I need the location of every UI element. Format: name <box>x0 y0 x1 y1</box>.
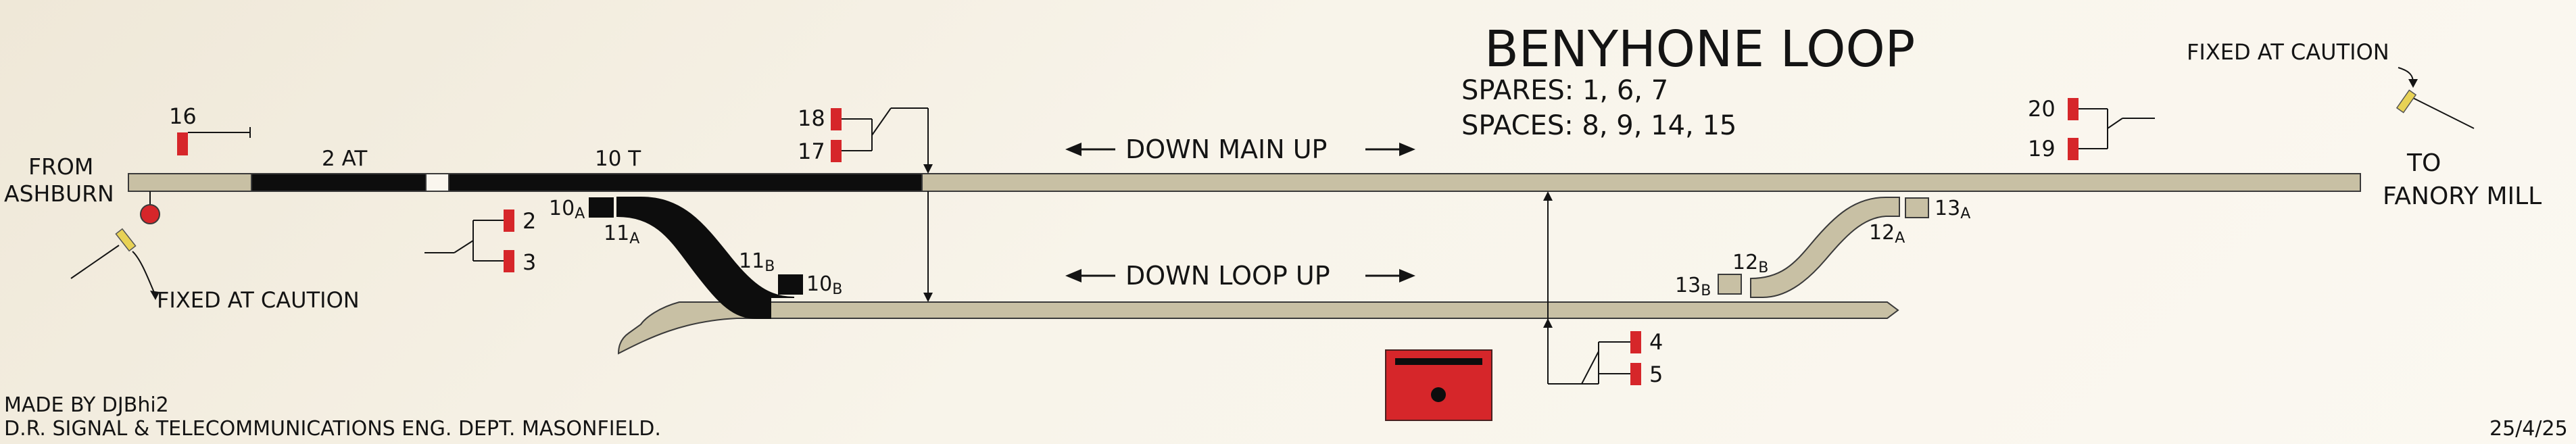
signal-19-label: 19 <box>2028 136 2056 162</box>
points-12b-label: 12B <box>1732 251 1768 276</box>
signals-4-5-bracket <box>1548 341 1630 385</box>
signal-5[interactable] <box>1630 363 1641 385</box>
signal-4-aspect <box>1630 331 1641 353</box>
signal-3[interactable] <box>504 250 514 272</box>
signal-3-aspect <box>504 250 514 272</box>
credit-text: MADE BY DJBhi2 <box>4 393 169 417</box>
fixed-signal-left <box>70 228 137 279</box>
points-10b-box[interactable] <box>778 274 803 295</box>
points-13b-label: 13B <box>1675 274 1711 299</box>
signal-17-aspect <box>831 140 842 162</box>
diagram-title: BENYHONE LOOP <box>1484 20 1915 78</box>
points-13a-label: 13A <box>1935 197 1970 222</box>
signals-20-19-bracket <box>2079 108 2155 149</box>
signal-2-label: 2 <box>523 208 536 234</box>
signals-2-3-bracket <box>424 220 504 262</box>
from-label: FROM <box>28 153 93 180</box>
to-label: TO <box>2406 149 2441 177</box>
signal-3-label: 3 <box>523 249 536 275</box>
points-13a-box[interactable] <box>1905 197 1929 218</box>
signals-18-17-bracket <box>842 107 928 151</box>
points-11b-label: 11B <box>739 249 775 275</box>
signal-20-label: 20 <box>2028 96 2056 122</box>
department-text: D.R. SIGNAL & TELECOMMUNICATIONS ENG. DE… <box>4 417 661 441</box>
fixed-caution-right-label: FIXED AT CAUTION <box>2187 39 2389 65</box>
signal-18-aspect <box>831 108 842 130</box>
signal-16-label: 16 <box>169 103 197 129</box>
ground-signal-disc[interactable] <box>140 204 160 224</box>
points-12a-label: 12A <box>1869 221 1905 247</box>
loop-line-direction <box>1065 269 1415 282</box>
loop-line-label: DOWN LOOP UP <box>1125 261 1330 291</box>
signal-2[interactable] <box>504 209 514 232</box>
points-10a-box[interactable] <box>589 197 614 218</box>
signal-18-label: 18 <box>798 105 825 131</box>
signal-5-aspect <box>1630 363 1641 385</box>
track-circuit-2at[interactable] <box>251 173 427 192</box>
signal-16-aspect <box>177 132 188 155</box>
spares-note: SPARES: 1, 6, 7 <box>1461 75 1668 106</box>
emergency-release-box[interactable] <box>1385 349 1492 421</box>
signal-17-label: 17 <box>798 139 825 164</box>
points-10b-label: 10B <box>806 272 842 298</box>
main-line-direction <box>1065 143 1415 156</box>
main-line-label: DOWN MAIN UP <box>1125 134 1327 164</box>
fixed-signal-right <box>2396 89 2475 129</box>
fixed-caution-left-pointer <box>132 251 160 300</box>
main-line-track[interactable] <box>921 173 2361 192</box>
signal-19[interactable] <box>2068 138 2079 160</box>
main-line <box>128 173 2361 192</box>
track-gap-joint <box>425 173 449 192</box>
signal-5-label: 5 <box>1649 362 1663 387</box>
track-circuit-10t[interactable] <box>448 173 923 192</box>
section-markers <box>923 108 1553 384</box>
release-button-icon[interactable] <box>1431 387 1446 402</box>
date-text: 25/4/25 <box>2489 417 2568 441</box>
fixed-caution-right-pointer <box>2398 67 2418 88</box>
loop-line-track[interactable] <box>617 301 1899 355</box>
points-13b-box[interactable] <box>1718 274 1742 295</box>
origin-name: ASHBURN <box>4 180 114 207</box>
signal-17[interactable] <box>831 140 842 162</box>
points-11a-label: 11A <box>604 222 639 247</box>
signal-20[interactable] <box>2068 98 2079 120</box>
track-circuit-2at-label: 2 AT <box>322 147 368 171</box>
signal-16[interactable] <box>177 127 251 155</box>
signal-4[interactable] <box>1630 331 1641 353</box>
points-10a-label: 10A <box>549 197 585 222</box>
fixed-signal-left-arm <box>115 228 137 252</box>
fixed-signal-right-arm <box>2396 89 2417 114</box>
track-section-approach[interactable] <box>128 173 252 192</box>
fixed-caution-left-label: FIXED AT CAUTION <box>157 287 360 313</box>
signal-2-aspect <box>504 209 514 232</box>
track-circuit-10t-label: 10 T <box>595 147 641 171</box>
crossover-12[interactable] <box>1750 197 1900 298</box>
signal-20-aspect <box>2068 98 2079 120</box>
destination-name: FANORY MILL <box>2383 182 2542 210</box>
spaces-note: SPACES: 8, 9, 14, 15 <box>1461 110 1736 141</box>
signal-4-label: 4 <box>1649 329 1663 355</box>
crossover-11[interactable] <box>616 197 795 319</box>
signal-18[interactable] <box>831 108 842 130</box>
signal-19-aspect <box>2068 138 2079 160</box>
